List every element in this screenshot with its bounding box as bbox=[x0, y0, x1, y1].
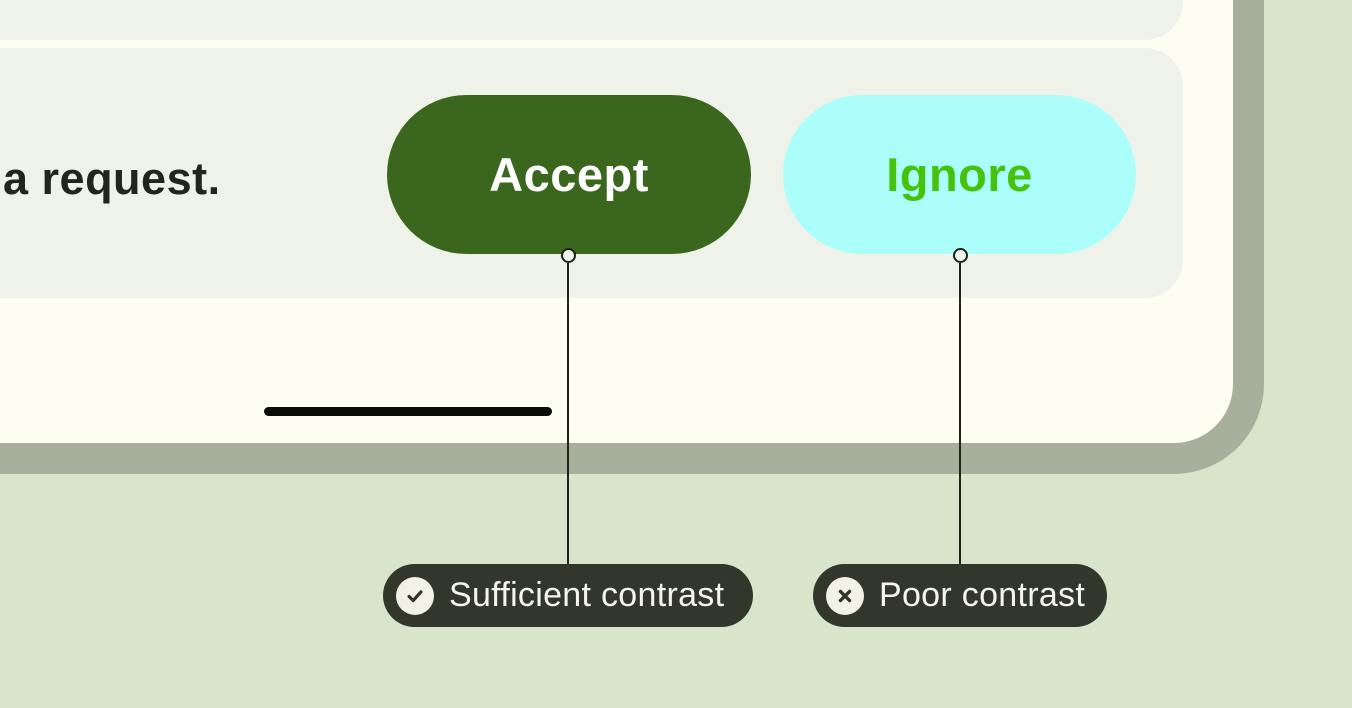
connector-line-sufficient bbox=[566, 263, 570, 564]
ignore-button[interactable]: Ignore bbox=[783, 95, 1136, 254]
ignore-button-label: Ignore bbox=[886, 148, 1033, 201]
connector-dot-sufficient bbox=[560, 248, 576, 263]
callout-sufficient-label: Sufficient contrast bbox=[449, 576, 725, 614]
x-circle-icon bbox=[826, 576, 864, 615]
connector-dot-poor bbox=[952, 248, 968, 263]
accept-button[interactable]: Accept bbox=[387, 95, 751, 254]
message-text: a request. bbox=[3, 153, 221, 204]
callout-sufficient-contrast: Sufficient contrast bbox=[383, 564, 753, 627]
connector-line-poor bbox=[958, 263, 962, 564]
callout-poor-label: Poor contrast bbox=[879, 576, 1086, 614]
list-panel-top bbox=[0, 0, 1183, 40]
check-circle-icon bbox=[396, 576, 434, 615]
accept-button-label: Accept bbox=[489, 148, 649, 201]
text-underline-bar bbox=[264, 407, 552, 416]
callout-poor-contrast: Poor contrast bbox=[813, 564, 1107, 627]
